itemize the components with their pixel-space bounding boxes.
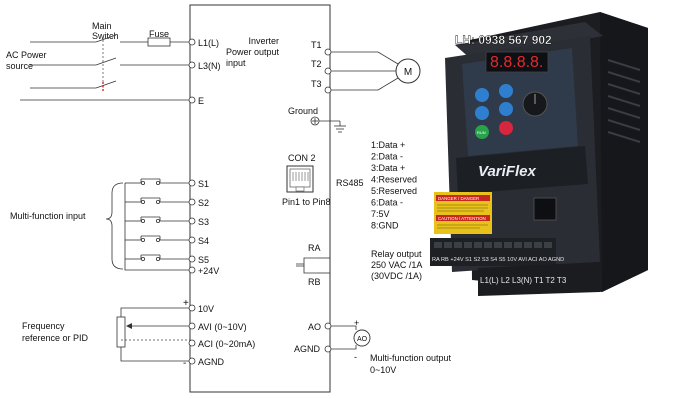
rs485-pin-2: 2:Data - — [371, 152, 403, 162]
inverter-product-image: 8.8.8.8. RUN VariFlex DANGER / DANGER CA… — [430, 12, 648, 296]
terminal-ra-label: RA — [308, 243, 321, 253]
potentiometer-icon — [116, 307, 190, 362]
minus-sign: - — [183, 358, 186, 369]
terminal-10v-label: 10V — [198, 304, 214, 314]
key-run-label: RUN — [477, 130, 486, 135]
power-row-label: L1(L) L2 L3(N) T1 T2 T3 — [480, 276, 567, 285]
danger-label: DANGER / DANGER — [438, 196, 479, 201]
ground-label: Ground — [288, 106, 318, 116]
key-mode-icon — [499, 84, 513, 98]
terminal-s2 — [188, 198, 196, 206]
key-run-icon — [475, 125, 489, 139]
rj45-connector-icon — [286, 165, 314, 193]
terminal-24v — [188, 266, 196, 274]
rs485-pin-4: 4:Reserved — [371, 175, 417, 185]
fuse-symbol — [147, 37, 171, 47]
motor-icon — [395, 58, 421, 84]
rs485-label: RS485 — [336, 178, 364, 188]
rs485-pin-7: 7:5V — [371, 209, 390, 219]
terminal-e — [188, 96, 196, 104]
terminal-10v — [188, 304, 196, 312]
terminal-s5 — [188, 255, 196, 263]
key-down-icon — [475, 106, 489, 120]
terminal-avi-label: AVI (0~10V) — [198, 322, 247, 332]
rs485-pin-5: 5:Reserved — [371, 186, 417, 196]
key-ent-icon — [499, 102, 513, 116]
terminal-l1-label: L1(L) — [198, 38, 219, 48]
terminal-24v-label: +24V — [198, 266, 219, 276]
terminal-s5-label: S5 — [198, 255, 209, 265]
terminal-t2-label: T2 — [311, 59, 322, 69]
ao-plus-sign: + — [354, 318, 359, 328]
seven-segment-display: 8.8.8.8. — [490, 54, 543, 71]
terminal-s2-label: S2 — [198, 198, 209, 208]
ground-icon — [310, 116, 346, 133]
terminal-avi — [188, 322, 196, 330]
terminal-t1 — [324, 48, 332, 56]
rs485-pin-8: 8:GND — [371, 221, 399, 231]
brand-logo: VariFlex — [478, 163, 536, 180]
terminal-aci-label: ACI (0~20mA) — [198, 339, 255, 349]
terminal-l3-label: L3(N) — [198, 61, 221, 71]
terminal-t2 — [324, 67, 332, 75]
terminal-l1 — [188, 38, 196, 46]
con2-pins-label: Pin1 to Pin8 — [282, 197, 331, 207]
terminal-s4 — [188, 236, 196, 244]
phone-number-overlay: LH: 0938 567 902 — [455, 33, 552, 47]
plus-sign: + — [183, 298, 189, 309]
terminal-t3 — [324, 86, 332, 94]
fuse-label: Fuse — [149, 29, 169, 39]
rs485-pin-3: 3:Data + — [371, 163, 405, 173]
terminal-row-label: RA RB +24V S1 S2 S3 S4 S5 10V AVI ACI AO… — [432, 257, 564, 263]
keypad-panel — [462, 48, 578, 156]
terminal-s1-label: S1 — [198, 179, 209, 189]
rs485-pin-1: 1:Data + — [371, 140, 405, 150]
motor-label: M — [404, 67, 412, 78]
terminal-t3-label: T3 — [311, 79, 322, 89]
terminal-agnd-out — [324, 345, 332, 353]
caution-label: CAUTION / ATTENTION — [438, 216, 486, 221]
rs485-pin-6: 6:Data - — [371, 198, 403, 208]
terminal-l3 — [188, 61, 196, 69]
terminal-aci — [188, 339, 196, 347]
rs485-pin-list: 1:Data + 2:Data -3:Data + 4:Reserved5:Rese… — [371, 140, 417, 231]
con2-label: CON 2 — [288, 153, 316, 163]
terminal-s4-label: S4 — [198, 236, 209, 246]
inverter-box — [189, 4, 331, 393]
terminal-e-label: E — [198, 96, 204, 106]
ao-meter-icon — [353, 329, 371, 347]
terminal-s3 — [188, 217, 196, 225]
key-up-icon — [475, 88, 489, 102]
key-stop-icon — [499, 121, 513, 135]
terminal-t1-label: T1 — [311, 40, 322, 50]
terminal-s3-label: S3 — [198, 217, 209, 227]
terminal-rb-label: RB — [308, 277, 321, 287]
relay-contact-icon — [296, 257, 330, 274]
ao-meter-label: AO — [357, 336, 368, 343]
terminal-agnd-in — [188, 357, 196, 365]
terminal-s1 — [188, 179, 196, 187]
multi-function-input-label: Multi-function input — [10, 211, 86, 221]
ao-minus-sign: - — [354, 352, 357, 362]
terminal-agnd-in-label: AGND — [198, 357, 225, 367]
terminal-agnd-out-label: AGND — [294, 344, 321, 354]
terminal-ao-label: AO — [308, 322, 321, 332]
terminal-ao — [324, 322, 332, 330]
